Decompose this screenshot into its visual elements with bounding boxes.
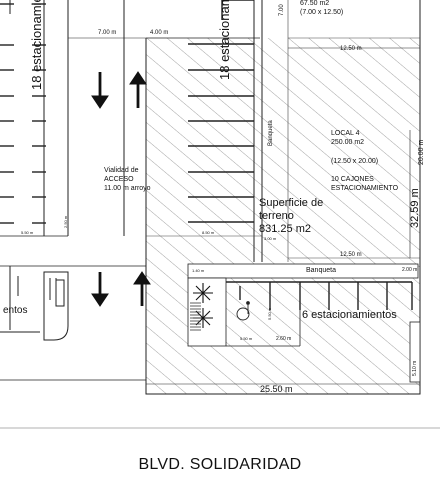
top-dims: (7.00 x 12.50) <box>300 9 343 16</box>
dim-1250-top: 12.50 m <box>340 46 362 52</box>
parking-18-label: 18 estacionamientos <box>29 0 44 90</box>
dim-4m: 4.00 m <box>150 30 168 36</box>
middle-parking-bays <box>188 0 254 223</box>
parking-6-label: 6 estacionamientos <box>302 309 397 321</box>
traffic-arrows <box>91 71 151 307</box>
dim-550b: 5.50 m <box>267 307 272 320</box>
left-parking-bays-2 <box>32 0 46 236</box>
dim-260: 2.60 m <box>276 336 291 342</box>
dim-510: 5.10 m <box>412 361 418 376</box>
dim-300: 3.00 m <box>264 236 277 241</box>
local-cajones-1: 10 CAJONES <box>331 176 374 183</box>
superficie-2: terreno <box>259 210 294 222</box>
steps <box>190 302 201 331</box>
dim-20m: 20.00 m <box>418 140 425 165</box>
dim-2550: 25.50 m <box>260 384 293 394</box>
tree-icon <box>193 283 213 328</box>
street-name: BLVD. SOLIDARIDAD <box>138 456 302 473</box>
dim-7-vertical: 7.00 <box>279 4 285 16</box>
superficie-1: Superficie de <box>259 197 323 209</box>
vialidad-2: ACCESO <box>104 176 134 183</box>
accessible-parking-icon <box>236 301 250 321</box>
left-parking-row <box>0 0 14 224</box>
banqueta-vertical: Banqueta <box>268 120 274 146</box>
local-cajones-2: ESTACIONAMIENTO <box>331 185 399 192</box>
local-area: 250.00 m2 <box>331 139 364 146</box>
local-title: LOCAL 4 <box>331 130 360 137</box>
superficie-3: 831.25 m2 <box>259 223 311 235</box>
bottom-parking-bays <box>226 281 413 310</box>
dim-550c: 5.50 m <box>240 336 253 341</box>
dim-200: 2.00 m <box>402 267 417 273</box>
dim-850: 8.50 m <box>202 230 215 235</box>
banqueta-horizontal: Banqueta <box>306 267 336 274</box>
dim-550: 5.50 m <box>21 230 34 235</box>
entos-label: entos <box>3 305 27 316</box>
dim-3259: 32.59 m <box>409 188 421 228</box>
dim-140: 1.40 m <box>192 268 205 273</box>
vialidad-3: 11.00 m arroyo <box>104 185 151 192</box>
local-dims: (12.50 x 20.00) <box>331 158 378 165</box>
bottom-left-structure <box>0 266 69 341</box>
dim-7m: 7.00 m <box>98 30 116 36</box>
bottom-parking-area <box>187 263 419 279</box>
parking-18-label-2: 18 estacionamientos <box>217 0 232 80</box>
top-area: 67.50 m2 <box>300 0 329 7</box>
dim-1250-mid: 12.50 m <box>340 252 362 258</box>
dim-250: 2.50 m <box>63 215 68 228</box>
vialidad-1: Vialidad de <box>104 167 139 174</box>
